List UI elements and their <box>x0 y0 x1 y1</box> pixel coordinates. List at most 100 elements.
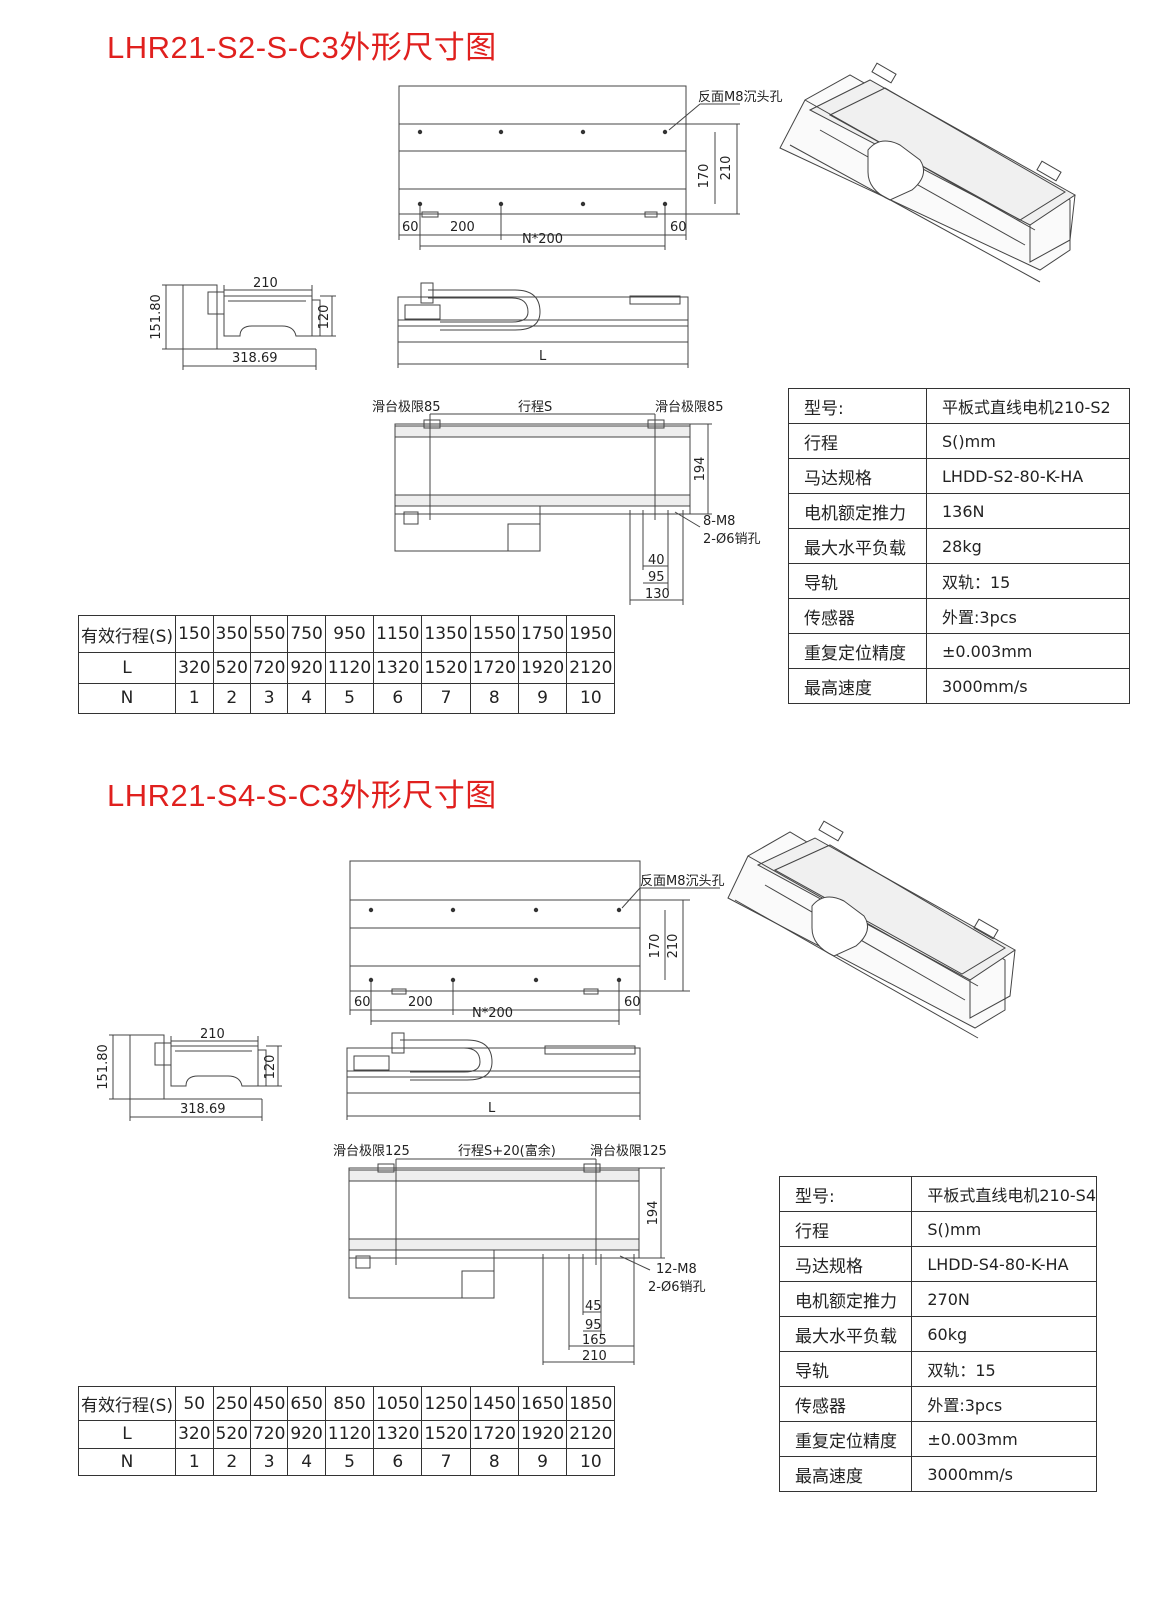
dim-194-s2: 194 <box>693 457 708 482</box>
count-row-cell: 5 <box>324 682 375 715</box>
dim-60b-s2: 60 <box>670 220 687 235</box>
stroke-row-cell: 1750 <box>517 614 568 654</box>
stroke-row-cell: 350 <box>212 614 251 654</box>
dim-200-s2: 200 <box>450 220 475 235</box>
front-view-s2: L <box>397 282 689 368</box>
spec-row: 型号:平板式直线电机210-S4 <box>778 1176 1097 1212</box>
length-row-label: L <box>77 1420 177 1449</box>
bottom-view-s2: 滑台极限85 行程S 滑台极限85 194 8-M8 2-Ø6销孔 40 95 … <box>372 400 760 605</box>
stroke-row-cell: 1850 <box>566 1385 616 1422</box>
spec-key: 传感器 <box>788 598 927 634</box>
spec-row: 重复定位精度±0.003mm <box>788 633 1130 669</box>
length-row-label: L <box>77 652 177 684</box>
dim-60a-s4: 60 <box>354 995 371 1010</box>
hole-note-s2: 反面M8沉头孔 <box>698 90 783 105</box>
stroke-row-cell: 450 <box>249 1385 289 1422</box>
dim-60a-s2: 60 <box>402 220 419 235</box>
spec-value: 双轨：15 <box>911 1351 1097 1387</box>
length-row-cell: 1920 <box>517 652 568 684</box>
lim-left-s2: 滑台极限85 <box>372 400 441 415</box>
stroke-row-cell: 1650 <box>517 1385 568 1422</box>
length-row-cell: 520 <box>212 1420 251 1449</box>
dim-130-s2: 130 <box>645 587 670 602</box>
side-view-s4: 210 151.80 120 318.69 <box>96 1027 282 1121</box>
stroke-row-cell: 50 <box>175 1385 214 1422</box>
length-row-cell: 1920 <box>517 1420 568 1449</box>
spec-key: 最大水平负载 <box>788 528 927 564</box>
count-row-cell: 7 <box>421 1447 471 1476</box>
dim-194-s4: 194 <box>646 1201 661 1226</box>
side-h120-s4: 120 <box>263 1055 278 1080</box>
length-row-cell: 1720 <box>469 1420 519 1449</box>
dim-95-s4: 95 <box>585 1318 602 1333</box>
stroke-row-cell: 1050 <box>373 1385 423 1422</box>
count-row-cell: 1 <box>175 682 214 715</box>
spec-key: 重复定位精度 <box>788 633 927 669</box>
spec-key: 最高速度 <box>778 1456 913 1492</box>
spec-key: 行程 <box>788 423 927 459</box>
spec-key: 传感器 <box>778 1386 913 1422</box>
section-title-s4: LHR21-S4-S-C3外形尺寸图 <box>107 778 497 813</box>
length-row-cell: 520 <box>212 652 251 684</box>
section-title-s2: LHR21-S2-S-C3外形尺寸图 <box>107 30 497 65</box>
stroke-row-cell: 1250 <box>421 1385 471 1422</box>
count-row-cell: 6 <box>373 682 423 715</box>
spec-value: ±0.003mm <box>911 1421 1097 1457</box>
count-row-cell: 2 <box>212 682 251 715</box>
side-h151-s4: 151.80 <box>96 1044 111 1090</box>
spec-key: 最高速度 <box>788 668 927 704</box>
spec-row: 型号:平板式直线电机210-S2 <box>788 388 1130 424</box>
count-row-cell: 9 <box>517 1447 568 1476</box>
dim-210-s4: 210 <box>666 934 681 959</box>
stroke-row-cell: 750 <box>287 614 326 654</box>
spec-key: 导轨 <box>778 1351 913 1387</box>
dim-170-s2: 170 <box>697 164 712 189</box>
spec-value: S()mm <box>911 1211 1097 1247</box>
stroke-row-cell: 150 <box>175 614 214 654</box>
side-view-s2: 210 151.80 120 318.69 <box>149 276 336 370</box>
length-row-cell: 920 <box>287 652 326 684</box>
side-w210-s4: 210 <box>200 1027 225 1042</box>
stroke-row-cell: 1950 <box>566 614 616 654</box>
count-row-label: N <box>77 682 177 715</box>
lim-left-s4: 滑台极限125 <box>333 1144 410 1159</box>
spec-row: 导轨双轨：15 <box>788 563 1130 599</box>
count-row-cell: 3 <box>249 1447 289 1476</box>
stroke-row-cell: 650 <box>287 1385 326 1422</box>
spec-value: 外置:3pcs <box>926 598 1130 634</box>
spec-value: S()mm <box>926 423 1130 459</box>
m8-s2: 8-M8 <box>703 514 735 529</box>
spec-key: 型号: <box>778 1176 913 1212</box>
length-row-cell: 320 <box>175 1420 214 1449</box>
count-row-cell: 1 <box>175 1447 214 1476</box>
count-row-cell: 10 <box>566 682 616 715</box>
stroke-row-cell: 1350 <box>421 614 471 654</box>
stroke-row-cell: 850 <box>324 1385 375 1422</box>
length-row-cell: 1520 <box>421 1420 471 1449</box>
spec-row: 重复定位精度±0.003mm <box>778 1421 1097 1457</box>
dim-60b-s4: 60 <box>624 995 641 1010</box>
dim-95-s2: 95 <box>648 570 665 585</box>
stroke-row-cell: 950 <box>324 614 375 654</box>
dim-n200-s2: N*200 <box>522 232 563 247</box>
pin-s4: 2-Ø6销孔 <box>648 1280 705 1295</box>
stroke-row-cell: 1550 <box>469 614 519 654</box>
spec-key: 重复定位精度 <box>778 1421 913 1457</box>
m8-s4: 12-M8 <box>656 1262 697 1277</box>
spec-value: 60kg <box>911 1316 1097 1352</box>
spec-key: 电机额定推力 <box>778 1281 913 1317</box>
count-row-cell: 8 <box>469 682 519 715</box>
count-row-cell: 5 <box>324 1447 375 1476</box>
